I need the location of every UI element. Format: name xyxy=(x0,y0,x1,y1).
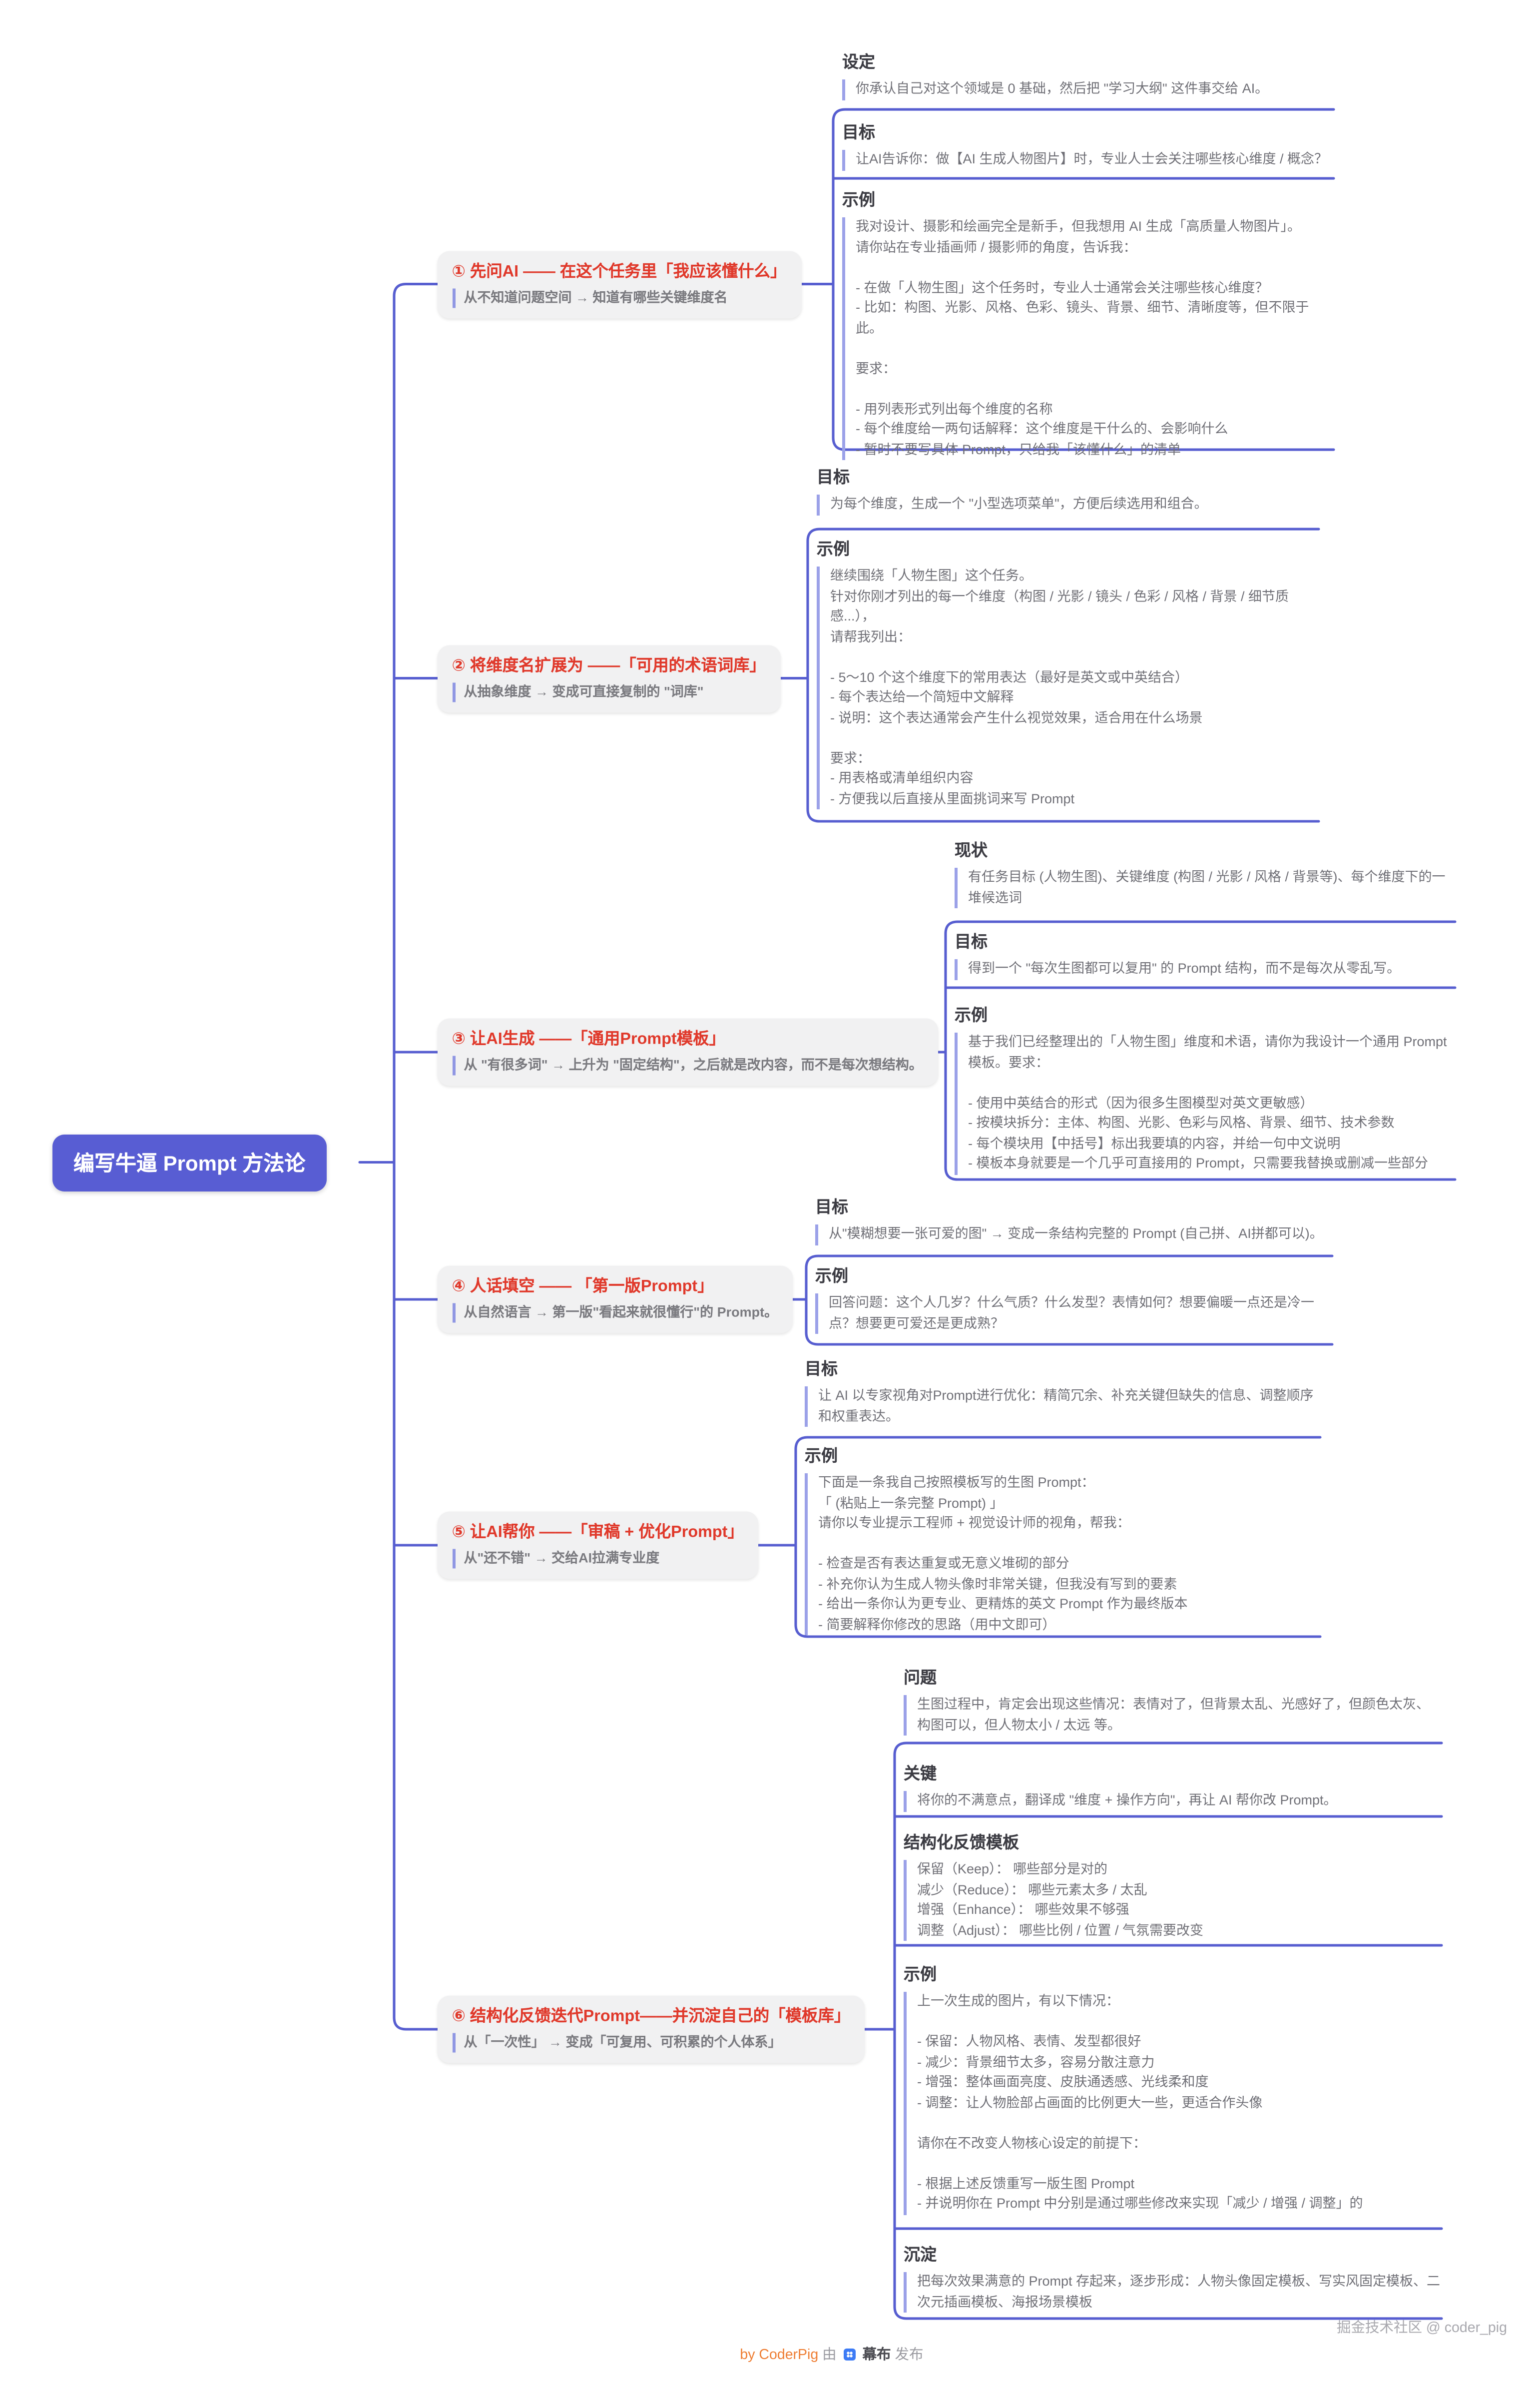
branch-node-1[interactable]: ① 先问AI —— 在这个任务里「我应该懂什么」 从不知道问题空间 → 知道有哪… xyxy=(437,250,802,318)
leaf-label: 设定 xyxy=(842,54,875,72)
leaf-node-goal[interactable]: 目标 让AI告诉你：做【AI 生成人物图片】时，专业人士会关注哪些核心维度 / … xyxy=(842,123,1334,170)
leaf-body: 得到一个 "每次生图都可以复用" 的 Prompt 结构，而不是每次从零乱写。 xyxy=(955,959,1455,980)
branch-subtitle: 从抽象维度 → 变成可直接复制的 "词库" xyxy=(452,682,766,701)
leaf-label: 关键 xyxy=(904,1766,937,1784)
branch-node-6[interactable]: ⑥ 结构化反馈迭代Prompt——并沉淀自己的「模板库」 从「一次性」 → 变成… xyxy=(437,1995,866,2063)
branch-subtitle: 从「一次性」 → 变成「可复用、可积累的个人体系」 xyxy=(452,2033,851,2053)
leaf-node-setting[interactable]: 设定 你承认自己对这个领域是 0 基础，然后把 "学习大纲" 这件事交给 AI。 xyxy=(842,52,1334,100)
branch-node-2[interactable]: ② 将维度名扩展为 ——「可用的术语词库」 从抽象维度 → 变成可直接复制的 "… xyxy=(437,644,781,712)
leaf-label: 目标 xyxy=(955,934,988,952)
leaf-node-accumulate[interactable]: 沉淀 把每次效果满意的 Prompt 存起来，逐步形成：人物头像固定模板、写实风… xyxy=(904,2245,1442,2313)
branch-subtitle: 从"还不错" → 交给AI拉满专业度 xyxy=(452,1549,744,1569)
leaf-body: 回答问题：这个人几岁？什么气质？什么发型？表情如何？想要偏暖一点还是冷一点？想要… xyxy=(815,1293,1332,1334)
root-title: 编写牛逼 Prompt 方法论 xyxy=(73,1150,306,1175)
leaf-node-status[interactable]: 现状 有任务目标 (人物生图)、关键维度 (构图 / 光影 / 风格 / 背景等… xyxy=(955,841,1455,908)
leaf-node-example[interactable]: 示例 下面是一条我自己按照模板写的生图 Prompt： 「 (粘贴上一条完整 P… xyxy=(805,1446,1320,1635)
branch-node-4[interactable]: ④ 人话填空 —— 「第一版Prompt」 从自然语言 → 第一版"看起来就很懂… xyxy=(437,1265,793,1333)
leaf-label: 示例 xyxy=(817,541,850,559)
branch-title: ⑤ 让AI帮你 ——「审稿 + 优化Prompt」 xyxy=(452,1523,744,1542)
leaf-node-goal[interactable]: 目标 得到一个 "每次生图都可以复用" 的 Prompt 结构，而不是每次从零乱… xyxy=(955,932,1455,980)
leaf-label: 示例 xyxy=(904,1966,937,1984)
leaf-body: 将你的不满意点，翻译成 "维度 + 操作方向"，再让 AI 帮你改 Prompt… xyxy=(904,1791,1442,1811)
leaf-node-key[interactable]: 关键 将你的不满意点，翻译成 "维度 + 操作方向"，再让 AI 帮你改 Pro… xyxy=(904,1764,1442,1811)
leaf-label: 目标 xyxy=(817,469,850,487)
leaf-node-feedback-template[interactable]: 结构化反馈模板 保留（Keep）： 哪些部分是对的 减少（Reduce）： 哪些… xyxy=(904,1833,1442,1941)
leaf-body: 下面是一条我自己按照模板写的生图 Prompt： 「 (粘贴上一条完整 Prom… xyxy=(805,1473,1320,1635)
leaf-body: 让AI告诉你：做【AI 生成人物图片】时，专业人士会关注哪些核心维度 / 概念？ xyxy=(842,150,1334,170)
leaf-label: 示例 xyxy=(842,192,875,210)
leaf-body: 你承认自己对这个领域是 0 基础，然后把 "学习大纲" 这件事交给 AI。 xyxy=(842,79,1334,100)
mubu-logo-icon xyxy=(843,2349,856,2361)
branch-title: ① 先问AI —— 在这个任务里「我应该懂什么」 xyxy=(452,262,787,280)
leaf-node-goal[interactable]: 目标 为每个维度，生成一个 "小型选项菜单"，方便后续选用和组合。 xyxy=(817,468,1319,515)
branch-subtitle: 从不知道问题空间 → 知道有哪些关键维度名 xyxy=(452,288,787,307)
leaf-body: 生图过程中，肯定会出现这些情况：表情对了，但背景太乱、光感好了，但颜色太灰、构图… xyxy=(904,1695,1442,1736)
leaf-node-example[interactable]: 示例 我对设计、摄影和绘画完全是新手，但我想用 AI 生成「高质量人物图片」。 … xyxy=(842,190,1334,460)
leaf-node-problem[interactable]: 问题 生图过程中，肯定会出现这些情况：表情对了，但背景太乱、光感好了，但颜色太灰… xyxy=(904,1668,1442,1736)
leaf-label: 示例 xyxy=(955,1007,988,1025)
leaf-label: 目标 xyxy=(842,124,875,142)
leaf-label: 结构化反馈模板 xyxy=(904,1834,1019,1852)
leaf-body: 从"模糊想要一张可爱的图" → 变成一条结构完整的 Prompt (自己拼、AI… xyxy=(815,1224,1332,1245)
branch-node-3[interactable]: ③ 让AI生成 ——「通用Prompt模板」 从 "有很多词" → 上升为 "固… xyxy=(437,1018,938,1086)
branch-subtitle: 从自然语言 → 第一版"看起来就很懂行"的 Prompt。 xyxy=(452,1303,778,1323)
leaf-label: 问题 xyxy=(904,1670,937,1688)
leaf-body: 让 AI 以专家视角对Prompt进行优化：精简冗余、补充关键但缺失的信息、调整… xyxy=(805,1386,1320,1427)
author-link[interactable]: by CoderPig xyxy=(740,2347,819,2364)
leaf-body: 基于我们已经整理出的「人物生图」维度和术语，请你为我设计一个通用 Prompt … xyxy=(955,1033,1455,1175)
leaf-body: 有任务目标 (人物生图)、关键维度 (构图 / 光影 / 风格 / 背景等)、每… xyxy=(955,868,1455,908)
leaf-label: 目标 xyxy=(805,1361,838,1379)
leaf-node-example[interactable]: 示例 回答问题：这个人几岁？什么气质？什么发型？表情如何？想要偏暖一点还是冷一点… xyxy=(815,1266,1332,1334)
leaf-node-goal[interactable]: 目标 让 AI 以专家视角对Prompt进行优化：精简冗余、补充关键但缺失的信息… xyxy=(805,1359,1320,1427)
leaf-label: 示例 xyxy=(805,1448,838,1466)
mubu-brand-link[interactable]: 幕布 xyxy=(862,2347,891,2364)
leaf-node-goal[interactable]: 目标 从"模糊想要一张可爱的图" → 变成一条结构完整的 Prompt (自己拼… xyxy=(815,1197,1332,1245)
footer-action-label: 发布 xyxy=(895,2347,924,2364)
publish-footer: by CoderPig 由 幕布 发布 xyxy=(667,2343,997,2364)
leaf-label: 目标 xyxy=(815,1199,848,1217)
branch-subtitle: 从 "有很多词" → 上升为 "固定结构"，之后就是改内容，而不是每次想结构。 xyxy=(452,1056,923,1076)
leaf-label: 现状 xyxy=(955,842,988,860)
leaf-label: 示例 xyxy=(815,1268,848,1286)
leaf-body: 我对设计、摄影和绘画完全是新手，但我想用 AI 生成「高质量人物图片」。 请你站… xyxy=(842,217,1334,460)
branch-title: ③ 让AI生成 ——「通用Prompt模板」 xyxy=(452,1030,726,1049)
leaf-node-example[interactable]: 示例 继续围绕「人物生图」这个任务。 针对你刚才列出的每一个维度（构图 / 光影… xyxy=(817,540,1319,809)
footer-via-label: 由 xyxy=(822,2347,837,2364)
leaf-body: 把每次效果满意的 Prompt 存起来，逐步形成：人物头像固定模板、写实风固定模… xyxy=(904,2272,1442,2313)
juejin-watermark: 掘金技术社区 @ coder_pig xyxy=(1337,2320,1507,2337)
branch-title: ② 将维度名扩展为 ——「可用的术语词库」 xyxy=(452,656,766,674)
branch-title: ④ 人话填空 —— 「第一版Prompt」 xyxy=(452,1277,714,1296)
root-node[interactable]: 编写牛逼 Prompt 方法论 xyxy=(52,1134,327,1191)
leaf-label: 沉淀 xyxy=(904,2247,937,2265)
leaf-body: 为每个维度，生成一个 "小型选项菜单"，方便后续选用和组合。 xyxy=(817,495,1319,515)
leaf-body: 继续围绕「人物生图」这个任务。 针对你刚才列出的每一个维度（构图 / 光影 / … xyxy=(817,567,1319,809)
branch-title: ⑥ 结构化反馈迭代Prompt——并沉淀自己的「模板库」 xyxy=(452,2007,851,2026)
leaf-body: 上一次生成的图片，有以下情况： - 保留：人物风格、表情、发型都很好 - 减少：… xyxy=(904,1992,1442,2215)
branch-node-5[interactable]: ⑤ 让AI帮你 ——「审稿 + 优化Prompt」 从"还不错" → 交给AI拉… xyxy=(437,1511,759,1579)
leaf-body: 保留（Keep）： 哪些部分是对的 减少（Reduce）： 哪些元素太多 / 太… xyxy=(904,1860,1442,1941)
leaf-node-example[interactable]: 示例 基于我们已经整理出的「人物生图」维度和术语，请你为我设计一个通用 Prom… xyxy=(955,1006,1455,1175)
leaf-node-example[interactable]: 示例 上一次生成的图片，有以下情况： - 保留：人物风格、表情、发型都很好 - … xyxy=(904,1965,1442,2215)
